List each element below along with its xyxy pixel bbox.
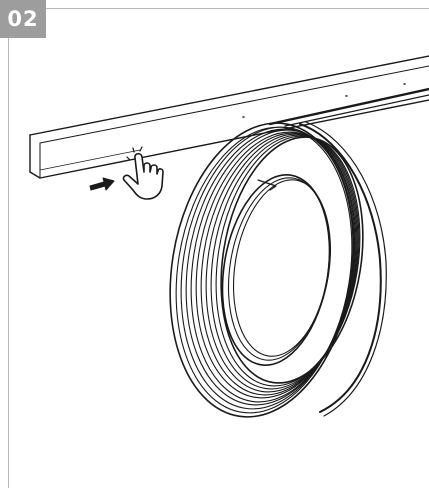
tape-coil xyxy=(169,121,387,418)
panel-border-left xyxy=(8,38,9,488)
panel-border-top xyxy=(46,8,429,9)
step-number-badge: 02 xyxy=(0,0,46,38)
push-arrow-icon xyxy=(89,177,115,191)
hand-pointer-icon xyxy=(122,146,164,200)
